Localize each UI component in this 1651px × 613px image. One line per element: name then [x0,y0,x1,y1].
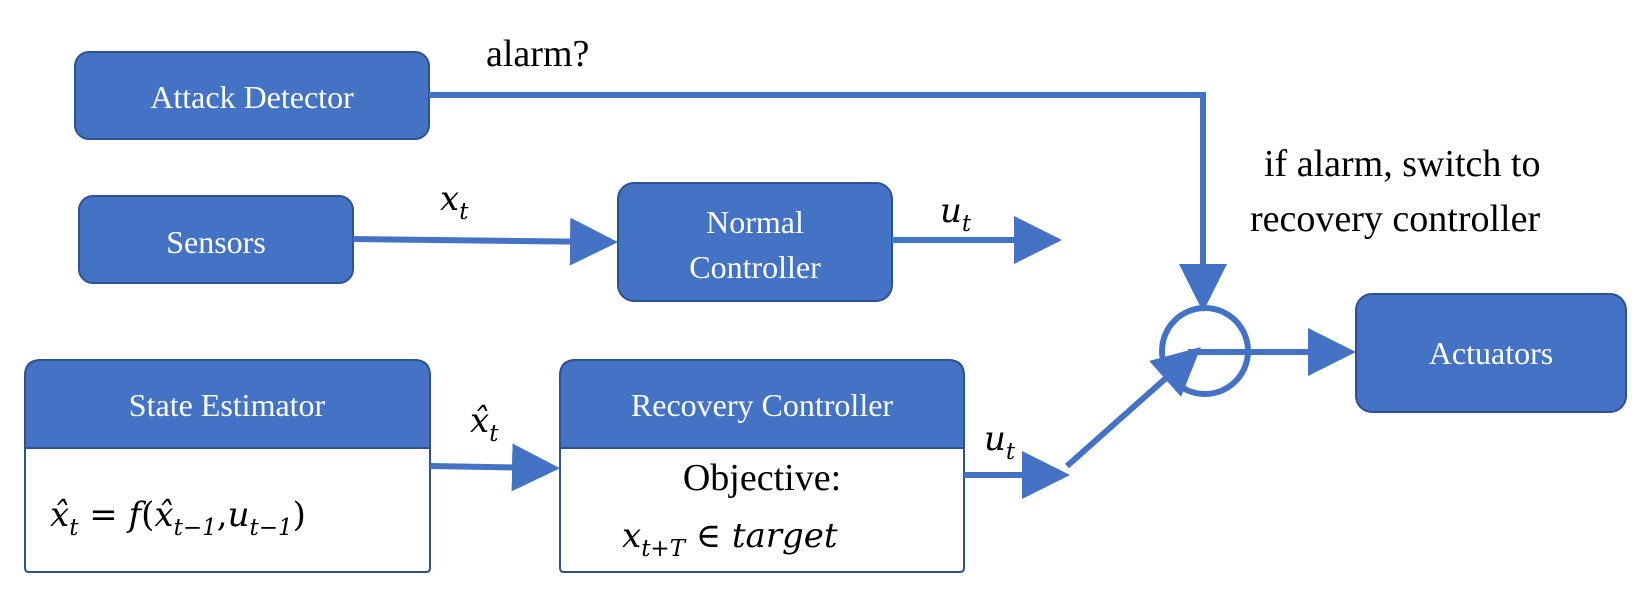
sensors-to-normal-connector [352,217,618,266]
actuators-block: Actuators [1355,293,1627,413]
switch-arm-connector [1065,347,1201,469]
alarm-label: alarm? [486,33,589,75]
state-estimator-label: State Estimator [129,387,326,423]
estimator-to-recovery-connector [429,443,560,492]
switch-annotation-line2: recovery controller [1250,198,1540,240]
state-estimator-block: State Estimator x̂t = f(x̂t−1,ut−1) [24,359,431,573]
signal-u-normal-label: ut [940,191,972,237]
state-estimator-equation: x̂t = f(x̂t−1,ut−1) [50,495,306,541]
attack-detector-block: Attack Detector [74,51,430,140]
signal-x-label: xt [440,179,469,225]
attack-detector-label: Attack Detector [150,79,354,115]
sensors-block: Sensors [78,195,354,284]
signal-x-hat-label: x̂t [470,401,499,447]
switch-annotation-line1: if alarm, switch to [1264,143,1540,185]
recovery-controller-block: Recovery Controller Objective: xt+T ∈ ta… [559,359,965,573]
actuators-label: Actuators [1429,335,1553,371]
recovery-controller-label: Recovery Controller [631,387,893,423]
normal-controller-label-line1: Normal [706,204,804,240]
signal-u-recovery-label: ut [984,419,1016,465]
normal-controller-label-line2: Controller [689,249,821,285]
sensors-label: Sensors [166,224,266,260]
recovery-objective-equation: xt+T ∈ target [622,516,838,562]
normal-controller-block: Normal Controller [617,182,893,302]
recovery-objective-label: Objective: [683,457,841,499]
alarm-connector [429,92,1227,312]
